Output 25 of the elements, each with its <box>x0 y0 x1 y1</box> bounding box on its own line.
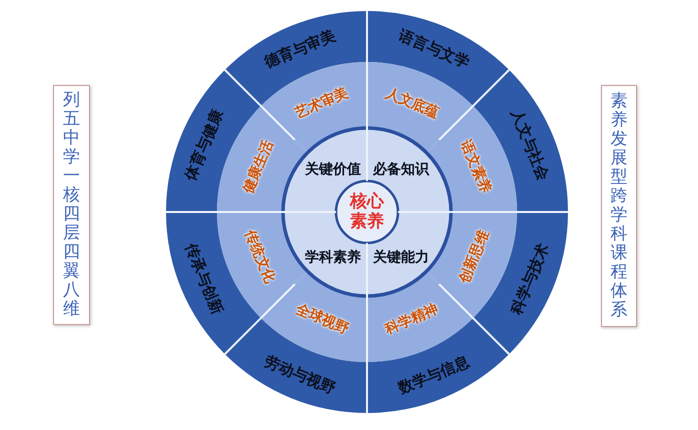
segment-keyword: 人文底蕴 <box>382 86 441 122</box>
side-panel <box>53 85 90 325</box>
segment-label: 德育与审美 <box>262 27 338 72</box>
segment-keyword: 健康生活 <box>241 138 277 196</box>
quadrant-label: 关键能力 <box>373 250 429 266</box>
segment-label: 体育与健康 <box>182 106 226 182</box>
quadrant-label: 必备知识 <box>373 162 429 178</box>
segment-keyword: 创新思维 <box>457 228 493 286</box>
center-title: 核心素养 <box>350 192 384 232</box>
segment-keyword: 语文素养 <box>457 138 493 196</box>
segment-label: 科学与技术 <box>508 242 552 318</box>
segment-keyword: 传统文化 <box>241 228 277 286</box>
quadrant-label: 关键价值 <box>305 162 361 178</box>
segment-label: 数学与信息 <box>396 352 472 397</box>
vertical-title: 素养发展型跨学科课程体系 <box>610 92 628 320</box>
segment-label: 传承与创新 <box>182 242 226 318</box>
side-panel <box>601 85 637 327</box>
segment-label: 人文与社会 <box>508 106 552 182</box>
segment-label: 劳动与视野 <box>262 352 338 397</box>
segment-keyword: 科学精神 <box>382 302 441 338</box>
segment-keyword: 全球视野 <box>293 302 352 338</box>
vertical-title: 列五中学一核四层四翼八维 <box>63 91 80 319</box>
quadrant-label: 学科素养 <box>305 250 361 266</box>
segment-label: 语言与文学 <box>396 27 472 72</box>
segment-keyword: 艺术审美 <box>293 86 352 122</box>
